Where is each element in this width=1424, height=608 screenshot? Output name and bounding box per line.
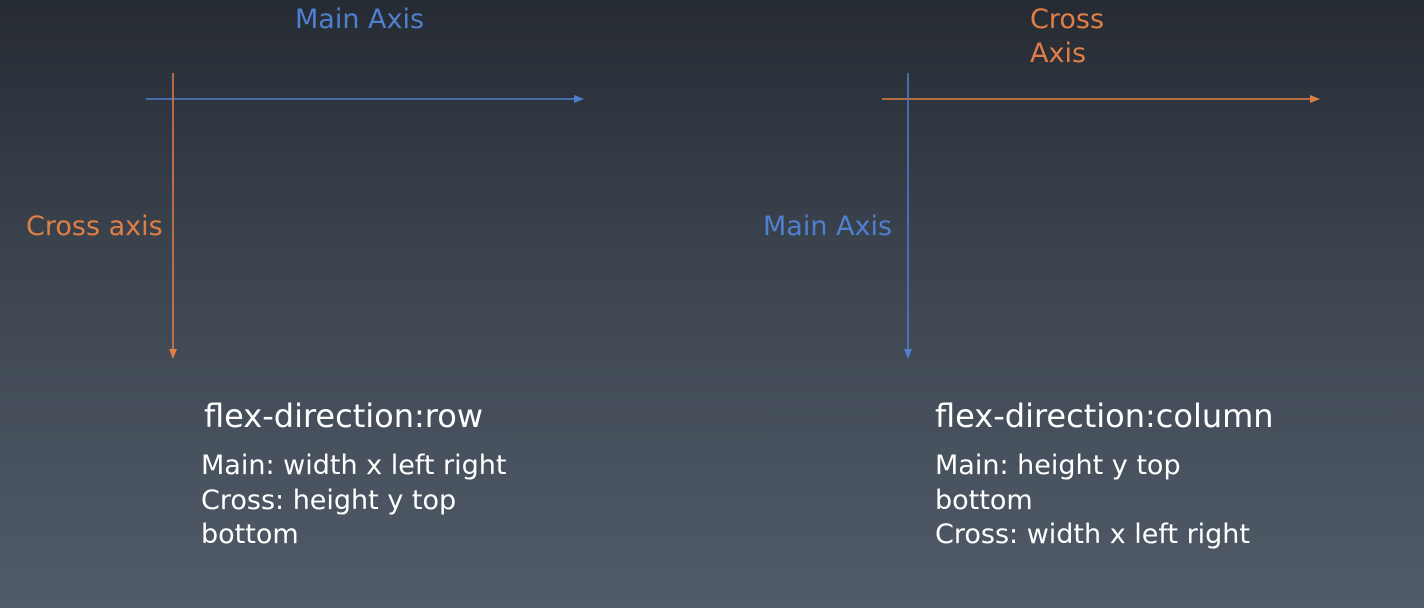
column-cross-axis-arrow — [882, 95, 1320, 103]
column-description-line: bottom — [935, 484, 1033, 516]
column-cross-axis-label-line: Axis — [1030, 38, 1087, 69]
column-cross-axis-label-line: Cross — [1030, 4, 1105, 35]
row-cross-axis-arrow — [169, 73, 177, 359]
row-description-line: Cross: height y top — [201, 484, 457, 516]
row-description-line: bottom — [201, 519, 299, 550]
row-title: flex-direction:row — [204, 397, 483, 435]
row-description: Main: width x left right Cross: height y… — [201, 449, 506, 553]
column-main-axis-arrow — [904, 73, 912, 359]
column-main-axis-label: Main Axis — [763, 211, 893, 242]
row-description-line: Main: width x left right — [201, 450, 507, 481]
row-main-axis-label: Main Axis — [295, 4, 425, 35]
column-description-line: Cross: width x left right — [935, 519, 1251, 550]
column-cross-axis-label: Cross Axis — [1030, 3, 1104, 71]
row-main-axis-arrow — [146, 95, 584, 103]
column-title: flex-direction:column — [935, 397, 1274, 435]
row-cross-axis-label: Cross axis — [26, 211, 163, 242]
column-description-line: Main: height y top — [935, 450, 1181, 481]
column-description: Main: height y top bottom Cross: width x… — [935, 449, 1250, 553]
